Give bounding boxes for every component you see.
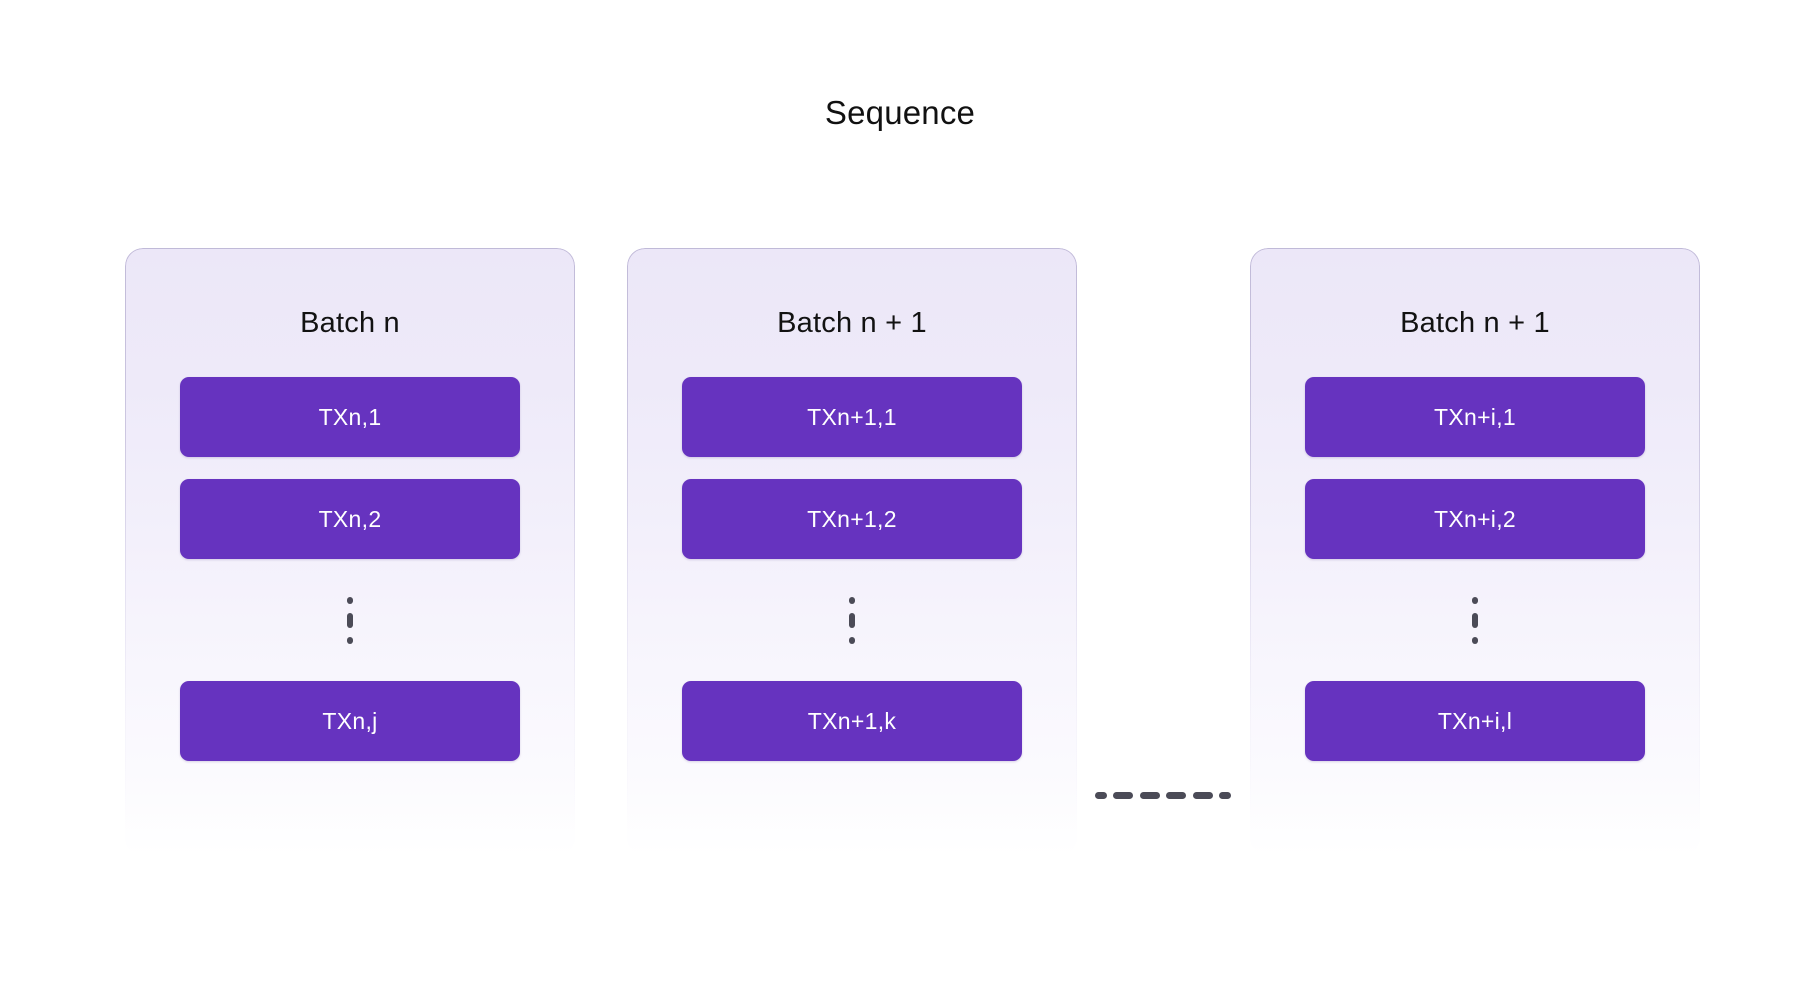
ellipsis-dot [1472,596,1478,604]
batch-card[interactable]: Batch n + 1 TXn+i,1 TXn+i,2 TXn+i,l [1250,248,1700,856]
connector-dash [1113,791,1134,799]
ellipsis-dot [347,636,353,644]
ellipsis-dot [347,596,353,604]
ellipsis-dot [849,612,855,628]
transaction-chip[interactable]: TXn,2 [180,479,520,559]
transaction-stack: TXn,1 TXn,2 TXn,j [125,377,575,761]
transaction-chip[interactable]: TXn+1,2 [682,479,1022,559]
transaction-chip[interactable]: TXn,j [180,681,520,761]
transaction-chip[interactable]: TXn+1,1 [682,377,1022,457]
batch-card-title: Batch n + 1 [1400,307,1550,339]
batch-card[interactable]: Batch n + 1 TXn+1,1 TXn+1,2 TXn+1,k [627,248,1077,856]
batch-card[interactable]: Batch n TXn,1 TXn,2 TXn,j [125,248,575,856]
ellipsis-dot [347,612,353,628]
ellipsis-dot [849,636,855,644]
connector-dash [1139,791,1160,799]
batch-card-title: Batch n [300,307,400,339]
transaction-stack: TXn+1,1 TXn+1,2 TXn+1,k [627,377,1077,761]
vertical-ellipsis-icon [180,581,520,659]
batch-row: Batch n TXn,1 TXn,2 TXn,j Batch n + 1 TX… [0,248,1800,868]
connector-dash [1166,791,1187,799]
transaction-chip[interactable]: TXn+1,k [682,681,1022,761]
vertical-ellipsis-icon [1305,581,1645,659]
batch-card-title: Batch n + 1 [777,307,927,339]
ellipsis-dot [1472,612,1478,628]
page-title: Sequence [824,94,976,131]
ellipsis-dot [849,596,855,604]
ellipsis-dot [1472,636,1478,644]
transaction-chip[interactable]: TXn+i,l [1305,681,1645,761]
connector-dash [1218,791,1231,799]
transaction-chip[interactable]: TXn+i,2 [1305,479,1645,559]
dashed-connector-icon [1095,791,1231,799]
vertical-ellipsis-icon [682,581,1022,659]
transaction-chip[interactable]: TXn+i,1 [1305,377,1645,457]
connector-dash [1192,791,1213,799]
transaction-chip[interactable]: TXn,1 [180,377,520,457]
connector-dash [1095,791,1107,799]
transaction-stack: TXn+i,1 TXn+i,2 TXn+i,l [1250,377,1700,761]
